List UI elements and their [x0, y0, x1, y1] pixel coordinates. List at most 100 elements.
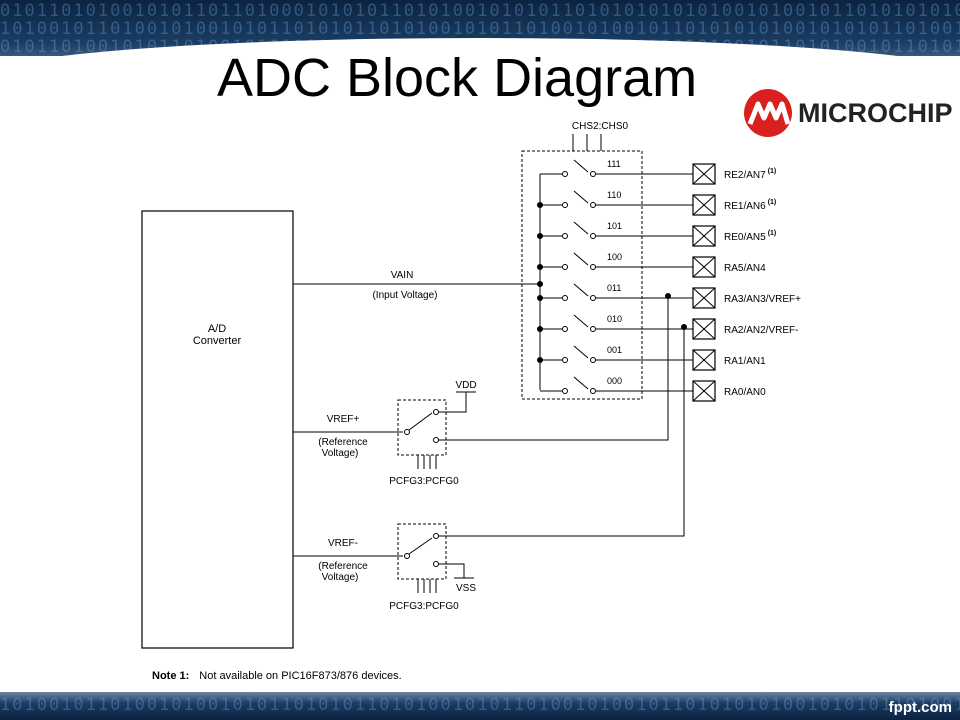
pin-box-cross: [692, 287, 716, 309]
vref-plus-label: VREF+: [327, 414, 360, 425]
mux-switch-arm: [573, 314, 589, 328]
mux-switch-arm: [573, 190, 589, 204]
mux-switch-contact: [590, 295, 596, 301]
pin-label: RA0/AN0: [724, 387, 766, 398]
mux-switch-contact: [590, 171, 596, 177]
mux-switch-contact: [590, 233, 596, 239]
vref-plus-junction: [665, 293, 671, 299]
pin-label: RA5/AN4: [724, 263, 766, 274]
vain-sublabel: (Input Voltage): [372, 290, 437, 301]
mux-code-label: 011: [607, 283, 621, 293]
mux-switch-contact: [590, 264, 596, 270]
pin-box-cross: [692, 163, 716, 185]
mux-switch-contact: [590, 202, 596, 208]
footer-background: 1010010110100101001010110101011010100101…: [0, 692, 960, 720]
mux-switch-pivot: [562, 171, 568, 177]
footnote-label: Note 1:: [152, 670, 190, 682]
microchip-logo-text: MICROCHIP: [798, 98, 953, 128]
vref-plus-contact-vdd: [433, 409, 439, 415]
binary-pattern: 0101101010010101101101000101010110101001…: [0, 1, 960, 21]
mux-bus-junction: [537, 295, 543, 301]
vss-label: VSS: [456, 583, 476, 594]
vdd-label: VDD: [455, 380, 476, 391]
mux-switch-pivot: [562, 326, 568, 332]
pin-label: RA2/AN2/VREF-: [724, 325, 798, 336]
mux-switch-pivot: [562, 264, 568, 270]
vdd-wire: [438, 392, 467, 413]
vref-minus-ext-wire: [438, 327, 685, 537]
vain-junction: [537, 281, 543, 287]
vref-plus-select-label: PCFG3:PCFG0: [389, 476, 459, 487]
microchip-logo-icon: [744, 89, 792, 137]
pin-box-cross: [692, 318, 716, 340]
mux-bus-junction: [537, 326, 543, 332]
mux-switch-contact: [590, 326, 596, 332]
binary-pattern: 1010010110100101001010110101011010100101…: [0, 19, 960, 39]
pin-label: RA1/AN1: [724, 356, 766, 367]
mux-switch-arm: [573, 221, 589, 235]
vref-plus-sublabel-2: Voltage): [322, 448, 359, 459]
converter-label-line2: Converter: [193, 335, 242, 347]
pin-footnote-mark: (1): [768, 168, 777, 175]
vref-plus-ext-wire: [438, 296, 669, 441]
mux-code-label: 000: [607, 376, 622, 386]
vref-minus-switch-pivot: [404, 553, 410, 559]
binary-pattern: 1010010110100101001010110101011010100101…: [0, 695, 960, 715]
mux-code-label: 110: [607, 190, 621, 200]
vref-plus-contact-ext: [433, 437, 439, 443]
pin-label: RE2/AN7: [724, 170, 766, 181]
mux-switch-arm: [573, 283, 589, 297]
vref-plus-switch-arm: [408, 412, 433, 431]
mux-switch-pivot: [562, 202, 568, 208]
mux-code-label: 001: [607, 345, 622, 355]
vref-minus-contact-vss: [433, 561, 439, 567]
vref-minus-junction: [681, 324, 687, 330]
pin-label: RE1/AN6: [724, 201, 766, 212]
ad-converter-box: [141, 210, 294, 649]
vss-wire: [438, 563, 465, 578]
mux-channel-rows: 111RE2/AN7(1)110RE1/AN6(1)101RE0/AN5(1)1…: [537, 159, 801, 402]
mux-code-label: 111: [607, 159, 621, 169]
pin-box-cross: [692, 380, 716, 402]
vref-minus-sublabel-1: (Reference: [318, 561, 368, 572]
mux-bus-junction: [537, 264, 543, 270]
vref-minus-switch-box: [397, 523, 447, 580]
microchip-logo: MICROCHIP: [742, 88, 953, 138]
analog-mux-box: [521, 150, 643, 400]
pin-box-cross: [692, 349, 716, 371]
slide-title: ADC Block Diagram: [217, 48, 698, 108]
mux-code-label: 100: [607, 252, 622, 262]
mux-bus-junction: [537, 357, 543, 363]
mux-switch-pivot: [562, 295, 568, 301]
footnote-text: Not available on PIC16F873/876 devices.: [199, 670, 402, 682]
pin-footnote-mark: (1): [768, 230, 777, 237]
vain-label: VAIN: [391, 270, 414, 281]
pin-box-cross: [692, 194, 716, 216]
watermark: fppt.com: [888, 699, 952, 716]
vref-plus-sublabel-1: (Reference: [318, 437, 368, 448]
mux-switch-pivot: [562, 233, 568, 239]
mux-bus-junction: [537, 233, 543, 239]
vref-minus-label: VREF-: [328, 538, 358, 549]
pin-footnote-mark: (1): [768, 199, 777, 206]
pin-label: RA3/AN3/VREF+: [724, 294, 801, 305]
mux-switch-arm: [573, 159, 589, 173]
footnote: Note 1: Not available on PIC16F873/876 de…: [152, 670, 402, 682]
mux-code-label: 101: [607, 221, 622, 231]
mux-switch-arm: [573, 376, 589, 390]
mux-switch-pivot: [562, 388, 568, 394]
mux-switch-arm: [573, 345, 589, 359]
vref-minus-contact-ext: [433, 533, 439, 539]
vref-minus-select-label: PCFG3:PCFG0: [389, 601, 459, 612]
vref-minus-switch-arm: [408, 537, 433, 555]
pin-box-cross: [692, 225, 716, 247]
vref-minus-sublabel-2: Voltage): [322, 572, 359, 583]
mux-code-label: 010: [607, 314, 622, 324]
mux-bus-junction: [537, 202, 543, 208]
vref-plus-switch-pivot: [404, 429, 410, 435]
mux-switch-contact: [590, 357, 596, 363]
mux-switch-pivot: [562, 357, 568, 363]
chs-select-label: CHS2:CHS0: [572, 121, 629, 132]
mux-switch-contact: [590, 388, 596, 394]
